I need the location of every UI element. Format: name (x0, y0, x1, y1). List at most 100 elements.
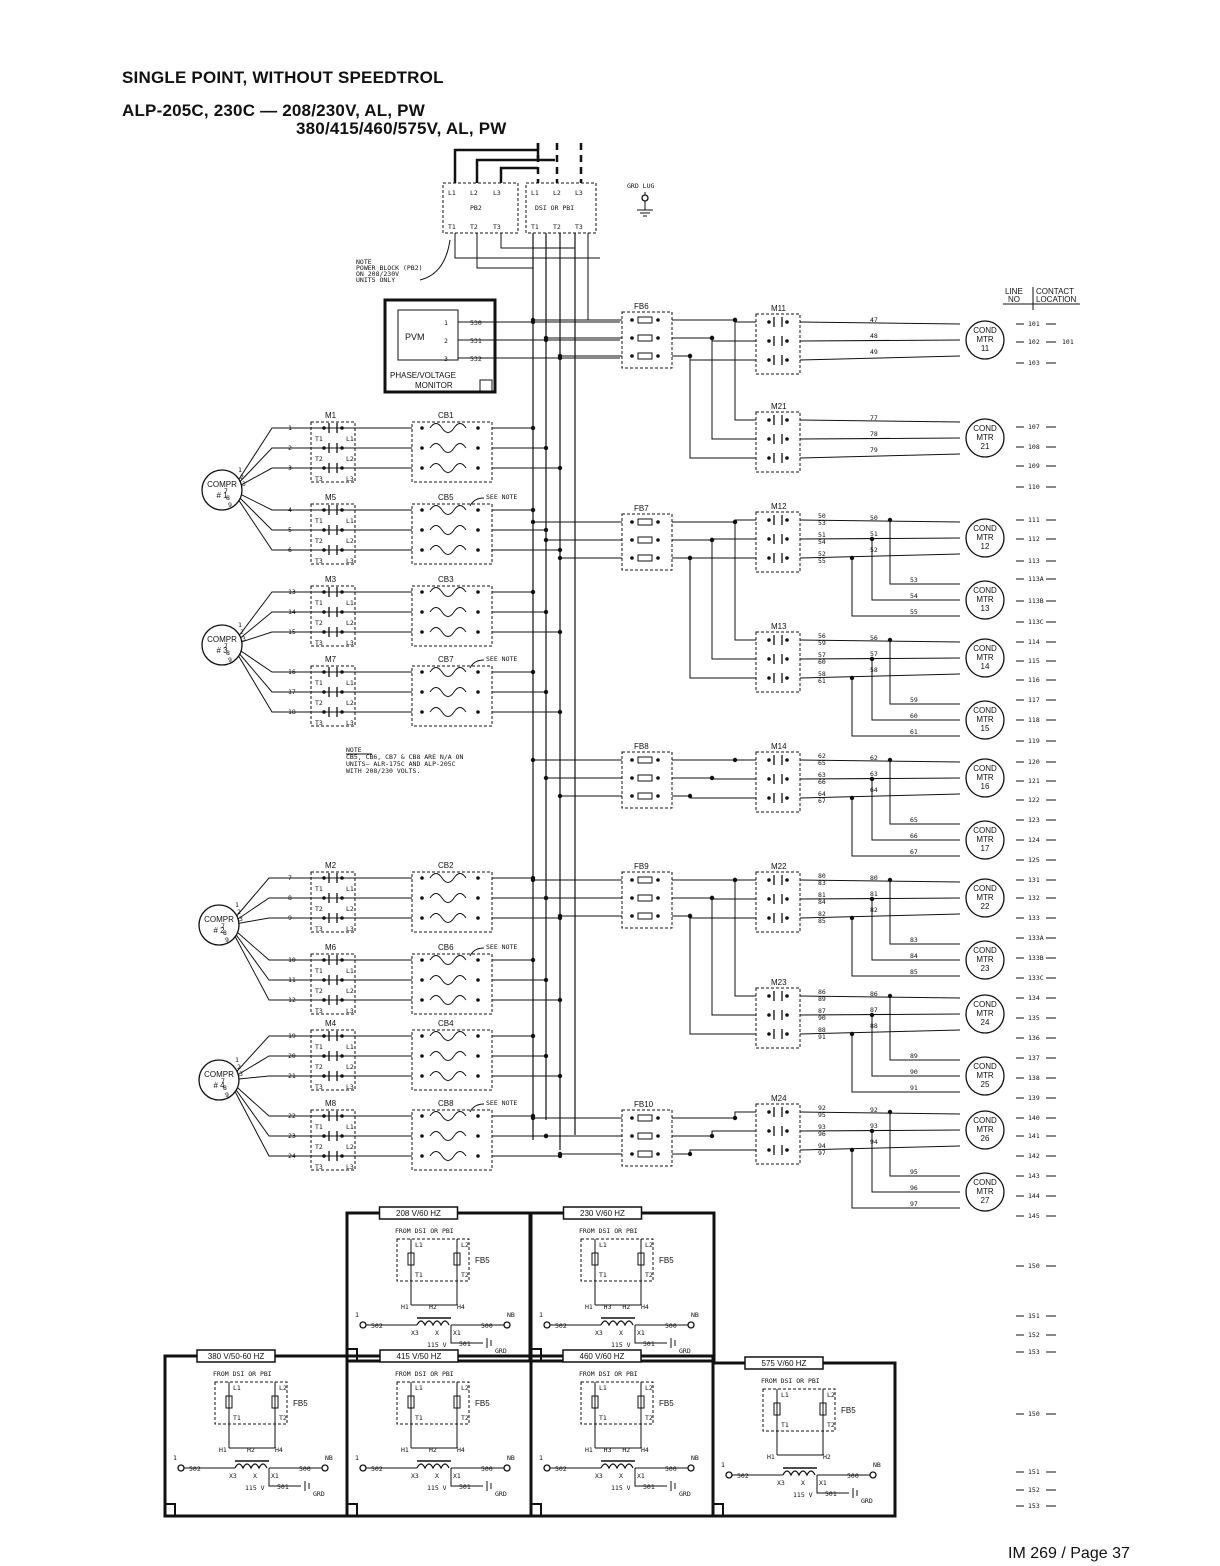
junction-dot (543, 537, 549, 543)
terminal-label: T1 (315, 435, 323, 443)
motor-pin: 3 (242, 480, 246, 488)
junction-dot (767, 537, 771, 541)
circuit-breaker (411, 871, 493, 933)
junction-dot (476, 590, 480, 594)
breaker-coil (429, 667, 467, 677)
panel-title: 230 V/60 HZ (580, 1209, 625, 1218)
breaker-coil (429, 1051, 467, 1061)
wire-number: 49 (870, 348, 878, 356)
motor-label: MTR (976, 955, 994, 964)
wire-number: 6 (288, 546, 292, 554)
junction-dot (557, 913, 563, 919)
wire-number: 84 (818, 898, 826, 906)
secondary-voltage: 115 V (611, 1484, 631, 1492)
junction-dot (630, 336, 634, 340)
line-number: 142 (1028, 1152, 1040, 1160)
panel-corner (164, 1503, 176, 1517)
motor-label: MTR (976, 653, 994, 662)
line-number: 140 (1028, 1114, 1040, 1122)
junction-dot (420, 958, 424, 962)
junction-dot (420, 1074, 424, 1078)
field-wire (499, 166, 538, 183)
contact-location-header: LOCATION (1036, 295, 1077, 304)
terminal-label: T1 (315, 517, 323, 525)
wire-number: 14 (288, 608, 296, 616)
fuse-element (819, 1402, 827, 1416)
terminal-label: T1 (415, 1271, 423, 1279)
terminal-label: L1 (599, 1384, 607, 1392)
fuse-element (407, 1395, 415, 1409)
junction-dot (322, 916, 326, 920)
secondary-voltage: 115 V (245, 1484, 265, 1492)
line-number: 131 (1028, 876, 1040, 884)
line-number: 102 (1028, 338, 1040, 346)
motor-lead (799, 777, 961, 780)
line-number: 150 (1028, 1262, 1040, 1270)
junction-dot (340, 446, 344, 450)
junction-dot (656, 556, 660, 560)
fan-contactor (755, 1103, 801, 1165)
junction-dot (630, 794, 634, 798)
breaker-coil (429, 1071, 467, 1081)
wire-number: 89 (818, 995, 826, 1003)
compressor-contactor (310, 953, 356, 1015)
compressor-motor (201, 624, 243, 666)
motor-pin: 2 (237, 1063, 241, 1071)
wire-number: 83 (910, 936, 918, 944)
motor-label: COND (973, 586, 997, 595)
junction-dot (687, 1151, 693, 1157)
terminal-label: 1 (721, 1461, 725, 1469)
motor-lead (871, 659, 960, 721)
junction-dot (420, 896, 424, 900)
wire-number: 51 (818, 531, 826, 539)
motor-lead (228, 917, 285, 926)
terminal-label: 1 (355, 1454, 359, 1462)
motor-pin: 7 (224, 642, 228, 650)
condenser-fan-motor (965, 1172, 1005, 1212)
wire-number: 502 (555, 1465, 567, 1473)
junction-dot (476, 548, 480, 552)
junction-dot (340, 1054, 344, 1058)
wire-number: 96 (818, 1130, 826, 1138)
wire-number: 60 (818, 658, 826, 666)
motor-number: 11 (981, 344, 990, 353)
transformer-tap: H1 (401, 1303, 409, 1311)
motor-lead (799, 913, 961, 919)
wire-number: 5 (288, 526, 292, 534)
line-number: 118 (1028, 716, 1040, 724)
junction-dot (340, 1154, 344, 1158)
ground-label: GRD (861, 1497, 873, 1505)
motor-lead (871, 899, 960, 961)
terminal-label: L1 (346, 435, 354, 443)
fuse-element (271, 1395, 279, 1409)
wire-number: 56 (870, 634, 878, 642)
wire-number: 20 (288, 1052, 296, 1060)
line-number: 151 (1028, 1312, 1040, 1320)
wire-number: 501 (459, 1340, 471, 1348)
motor-label: MTR (976, 1009, 994, 1018)
secondary-voltage: 115 V (793, 1491, 813, 1499)
line-number: 135 (1028, 1014, 1040, 1022)
terminal-label: L3 (346, 639, 354, 647)
contact-location: 101 (1062, 338, 1074, 346)
terminal-label: T3 (575, 223, 583, 231)
terminal-label: T2 (315, 699, 323, 707)
wire-number: 52 (870, 546, 878, 554)
panel-title: 575 V/60 HZ (762, 1359, 807, 1368)
motor-pin: 2 (240, 473, 244, 481)
pvm-pin: 3 (444, 355, 448, 363)
motor-lead (231, 489, 285, 511)
line-number: 121 (1028, 777, 1040, 785)
compressor-contactor (310, 1109, 356, 1171)
terminal-label: T2 (315, 905, 323, 913)
line-number: 107 (1028, 423, 1040, 431)
terminal-label: L3 (346, 557, 354, 565)
junction-dot (785, 796, 789, 800)
transformer-tap: H4 (641, 1303, 649, 1311)
motor-lead (851, 1150, 960, 1209)
wire-number: 88 (870, 1022, 878, 1030)
wire-number: 63 (870, 770, 878, 778)
line-number: 136 (1028, 1034, 1040, 1042)
motor-lead (231, 644, 285, 713)
motor-lead (231, 611, 285, 646)
